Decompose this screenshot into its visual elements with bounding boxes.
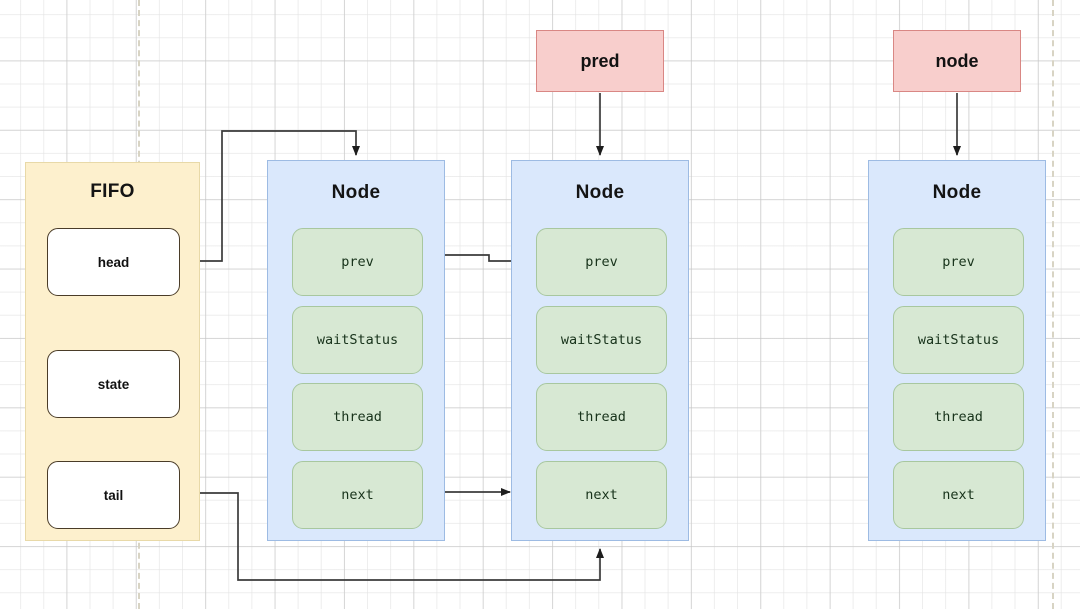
node-container-2[interactable]: Node prev waitStatus thread next [511, 160, 689, 541]
node-1-field-next[interactable]: next [292, 461, 423, 529]
node-3-field-next[interactable]: next [893, 461, 1024, 529]
node-2-title: Node [575, 182, 625, 203]
node-2-field-prev-label: prev [585, 254, 618, 270]
node-2-field-waitstatus-label: waitStatus [560, 332, 643, 348]
fifo-field-state[interactable]: state [47, 350, 180, 418]
node-3-field-prev[interactable]: prev [893, 228, 1024, 296]
fifo-field-tail[interactable]: tail [47, 461, 180, 529]
node-3-field-thread-label: thread [934, 409, 983, 425]
fifo-field-head-label: head [97, 254, 130, 270]
pointer-box-node[interactable]: node [893, 30, 1021, 92]
node-1-field-prev[interactable]: prev [292, 228, 423, 296]
node-3-field-waitstatus[interactable]: waitStatus [893, 306, 1024, 374]
node-3-title: Node [932, 182, 982, 203]
node-2-field-prev[interactable]: prev [536, 228, 667, 296]
node-container-1[interactable]: Node prev waitStatus thread next [267, 160, 445, 541]
node-container-3[interactable]: Node prev waitStatus thread next [868, 160, 1046, 541]
node-1-field-next-label: next [341, 487, 374, 503]
fifo-field-head[interactable]: head [47, 228, 180, 296]
fifo-field-state-label: state [97, 376, 130, 392]
node-2-field-thread[interactable]: thread [536, 383, 667, 451]
node-2-field-next[interactable]: next [536, 461, 667, 529]
node-1-field-thread-label: thread [333, 409, 382, 425]
node-3-field-waitstatus-label: waitStatus [917, 332, 1000, 348]
node-3-field-next-label: next [942, 487, 975, 503]
node-2-field-thread-label: thread [577, 409, 626, 425]
node-3-field-thread[interactable]: thread [893, 383, 1024, 451]
node-1-field-waitstatus[interactable]: waitStatus [292, 306, 423, 374]
pointer-box-node-label: node [935, 50, 979, 71]
node-3-field-prev-label: prev [942, 254, 975, 270]
fifo-title: FIFO [90, 181, 135, 202]
fifo-container[interactable]: FIFO head state tail [25, 162, 200, 541]
page-break-line-right [1052, 0, 1054, 609]
node-2-field-waitstatus[interactable]: waitStatus [536, 306, 667, 374]
node-1-title: Node [331, 182, 381, 203]
pointer-box-pred-label: pred [580, 50, 620, 71]
node-1-field-waitstatus-label: waitStatus [316, 332, 399, 348]
node-1-field-thread[interactable]: thread [292, 383, 423, 451]
node-2-field-next-label: next [585, 487, 618, 503]
pointer-box-pred[interactable]: pred [536, 30, 664, 92]
fifo-field-tail-label: tail [103, 487, 124, 503]
node-1-field-prev-label: prev [341, 254, 374, 270]
